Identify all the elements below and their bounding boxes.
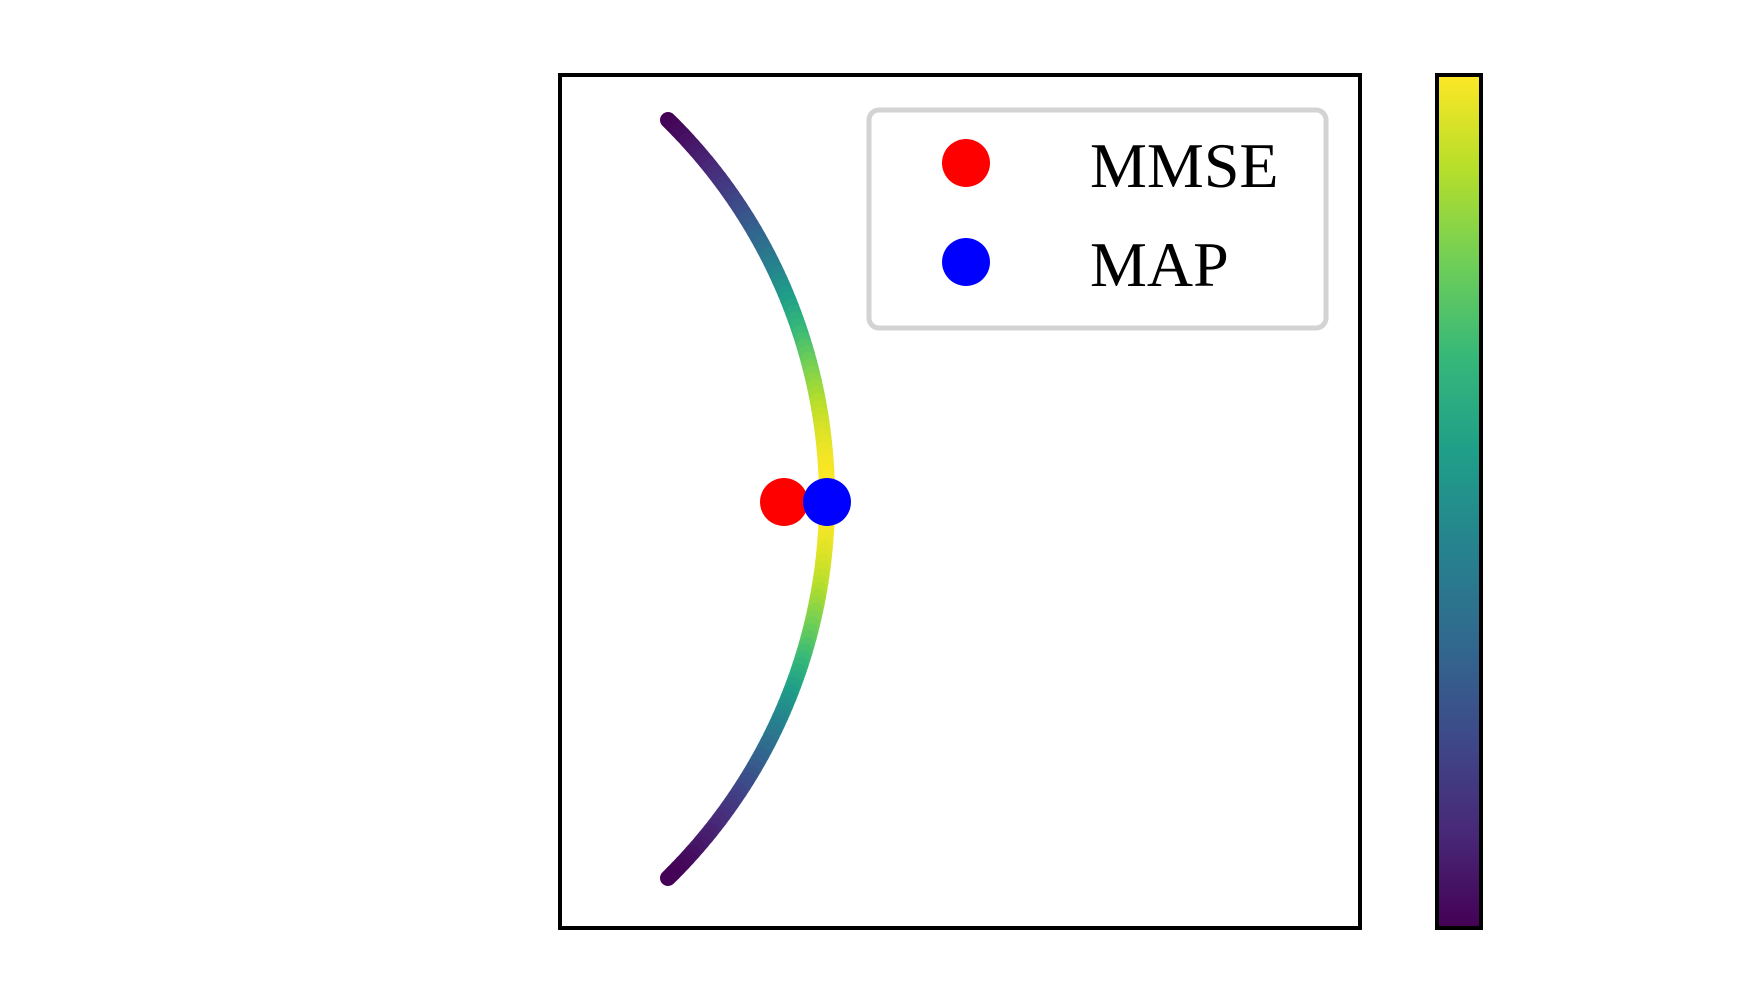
colorbar [1435,73,1483,930]
density-curve [660,112,835,886]
legend: MMSE MAP [866,107,1329,331]
legend-marker-mmse [942,139,990,187]
legend-label-mmse: MMSE [1090,130,1279,201]
legend-marker-map [942,238,990,286]
legend-label-map: MAP [1090,229,1229,300]
mmse-point [760,478,808,526]
curve-segment [660,865,681,886]
map-point [803,478,851,526]
